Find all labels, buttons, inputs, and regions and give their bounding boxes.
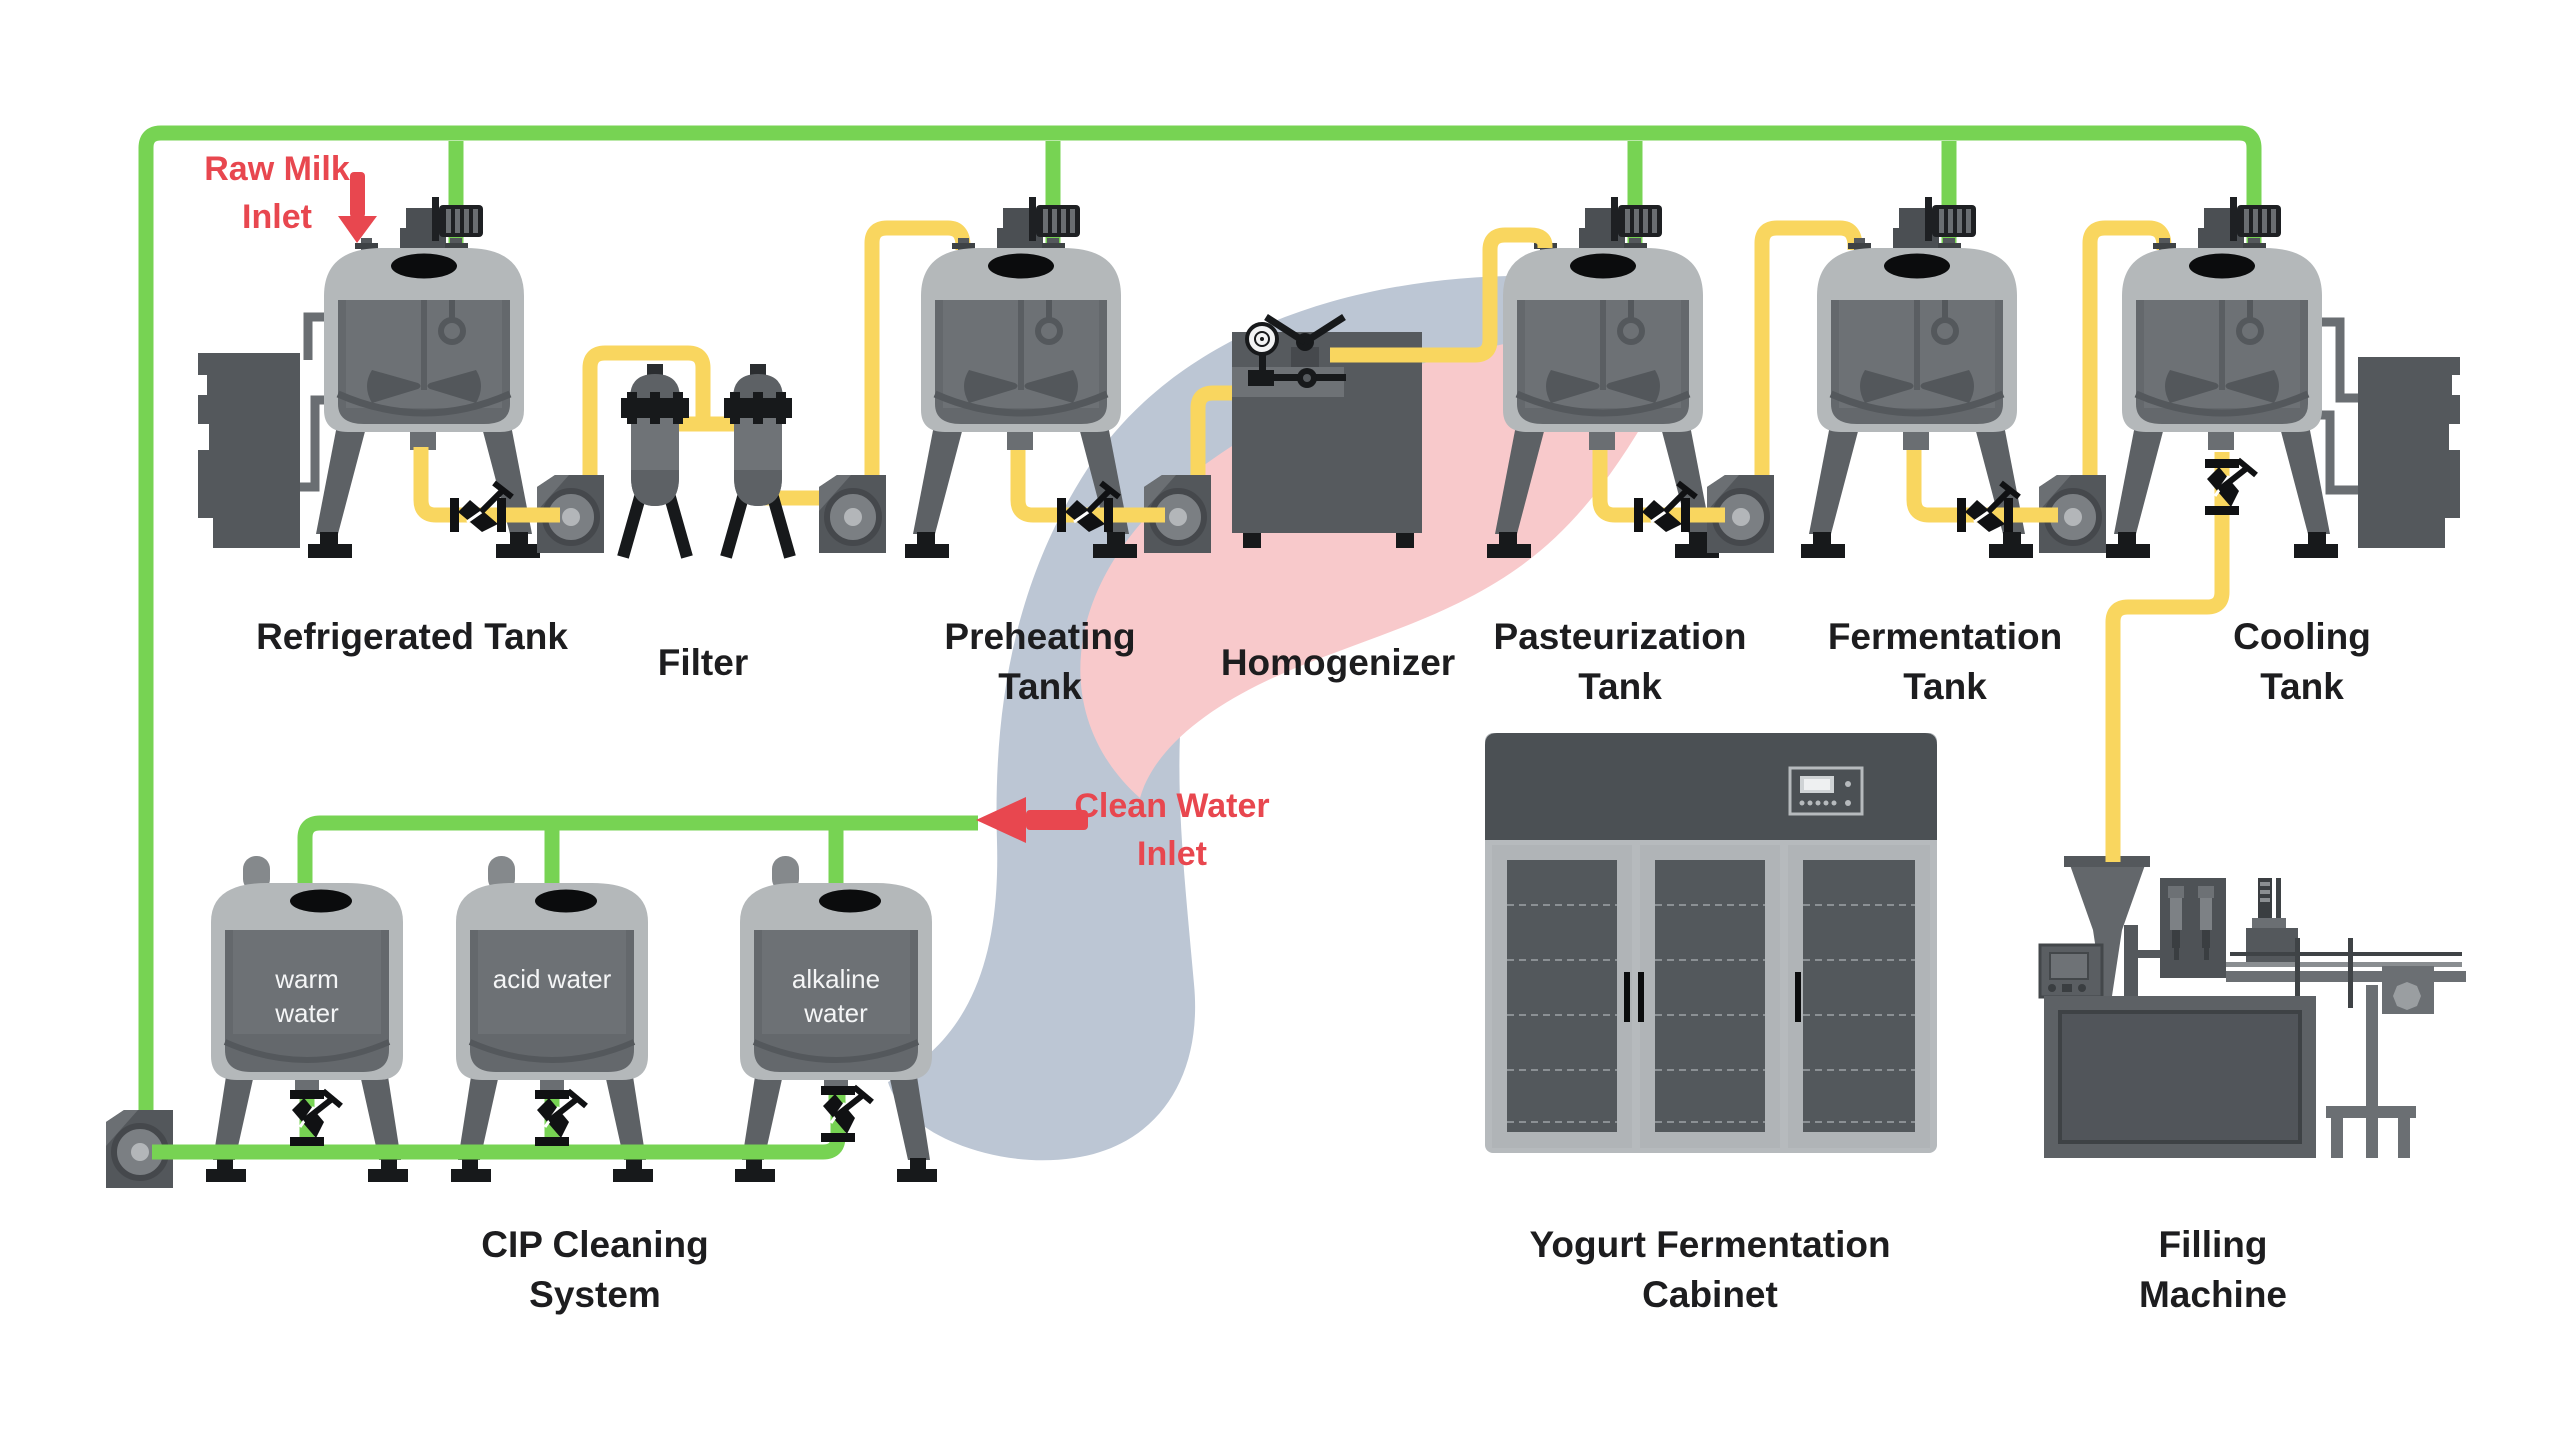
raw-milk-inlet-label: Raw Milk Inlet bbox=[204, 150, 350, 236]
green-main-header-pipe bbox=[138, 125, 2262, 1130]
warm-water-tank-label: warm water bbox=[275, 964, 339, 1028]
cabinet-door-handle bbox=[1795, 972, 1801, 1022]
pipe-refrigerated-to-pump bbox=[413, 447, 560, 523]
filter-vessel-2 bbox=[724, 364, 792, 557]
green-cip-return-pipe bbox=[152, 1094, 846, 1160]
filling-machine bbox=[2038, 856, 2466, 1158]
swirl-pink-shape bbox=[1080, 318, 1700, 798]
filter-vessel-1 bbox=[621, 364, 689, 557]
valve-handle-icon bbox=[1264, 314, 1307, 345]
clean-water-inlet-label: Clean Water Inlet bbox=[1074, 787, 1270, 873]
water-line-green bbox=[138, 125, 2262, 1130]
green-cip-manifold-pipe bbox=[297, 815, 978, 888]
acid-water-tank-label: acid water bbox=[492, 964, 612, 994]
pasteurization-tank-label: Pasteurization Tank bbox=[1493, 616, 1747, 707]
capper-unit bbox=[2246, 878, 2298, 966]
preheating-tank-label: Preheating Tank bbox=[944, 616, 1136, 707]
equipment-layer bbox=[106, 197, 2466, 1188]
valve-cip-warm bbox=[290, 1090, 341, 1146]
filter-label: Filter bbox=[657, 642, 749, 683]
hopper bbox=[2070, 865, 2145, 930]
refrigerated-tank-chiller bbox=[198, 353, 300, 548]
raw-milk-arrow bbox=[338, 172, 377, 243]
alkaline-water-tank-label: alkaline water bbox=[791, 964, 881, 1028]
filling-machine-label: Filling Machine bbox=[2138, 1224, 2288, 1315]
valve-cip-acid bbox=[535, 1090, 586, 1146]
yogurt-fermentation-cabinet-label: Yogurt Fermentation Cabinet bbox=[1529, 1224, 1891, 1315]
swirl-blue-shape bbox=[888, 275, 1662, 1161]
cooling-tank-label: Cooling Tank bbox=[2233, 616, 2371, 707]
valve-cip-alkaline bbox=[821, 1086, 872, 1142]
pipe-homogenizer-outlet bbox=[1330, 227, 1553, 363]
fermentation-tank-label: Fermentation Tank bbox=[1827, 616, 2063, 707]
homogenizer-label: Homogenizer bbox=[1220, 642, 1456, 683]
yogurt-fermentation-cabinet bbox=[1485, 733, 1937, 1153]
conveyor bbox=[2226, 938, 2466, 1158]
refrigerated-tank-label: Refrigerated Tank bbox=[256, 616, 568, 657]
background-swirl bbox=[888, 275, 1700, 1161]
cabinet-door-handle bbox=[1624, 972, 1630, 1022]
product-line-yellow-front bbox=[413, 227, 2230, 862]
cabinet-doors bbox=[1492, 845, 1930, 1148]
pipe-pasteurization-to-pump bbox=[1592, 450, 1725, 523]
cooling-tank-chiller bbox=[2358, 357, 2460, 548]
homogenizer bbox=[1232, 314, 1422, 548]
pump-after-filter bbox=[819, 475, 886, 553]
cabinet-door-handle bbox=[1638, 972, 1644, 1022]
clean-water-arrow bbox=[976, 797, 1088, 843]
cabinet-control-panel bbox=[1788, 766, 1864, 816]
rotary-table-icon bbox=[2393, 982, 2421, 1010]
pipe-cooling-to-filling bbox=[2105, 452, 2230, 862]
pipe-fermentation-to-pump bbox=[1906, 450, 2058, 523]
valve-cooling-outlet bbox=[2205, 459, 2256, 515]
cip-cleaning-system-label: CIP Cleaning System bbox=[481, 1224, 709, 1315]
water-line-green-front bbox=[152, 1092, 846, 1160]
pipe-preheating-to-pump bbox=[1010, 450, 1165, 523]
